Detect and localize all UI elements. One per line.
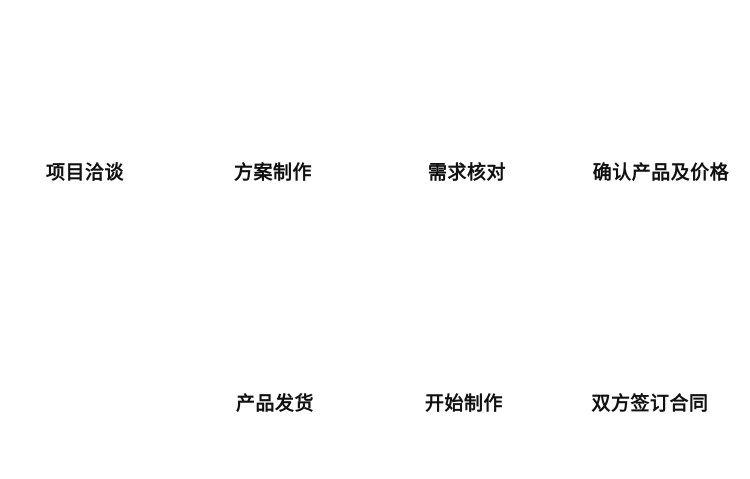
flow-step-requirement-check: 需求核对 <box>427 161 507 184</box>
flow-step-plan-creation: 方案制作 <box>233 161 313 184</box>
flow-step-sign-contract: 双方签订合同 <box>591 392 709 415</box>
flow-step-project-negotiation: 项目洽谈 <box>45 161 125 184</box>
flow-step-start-production: 开始制作 <box>424 392 504 415</box>
flow-step-confirm-product-price: 确认产品及价格 <box>592 161 730 184</box>
flow-step-product-shipment: 产品发货 <box>235 392 315 415</box>
